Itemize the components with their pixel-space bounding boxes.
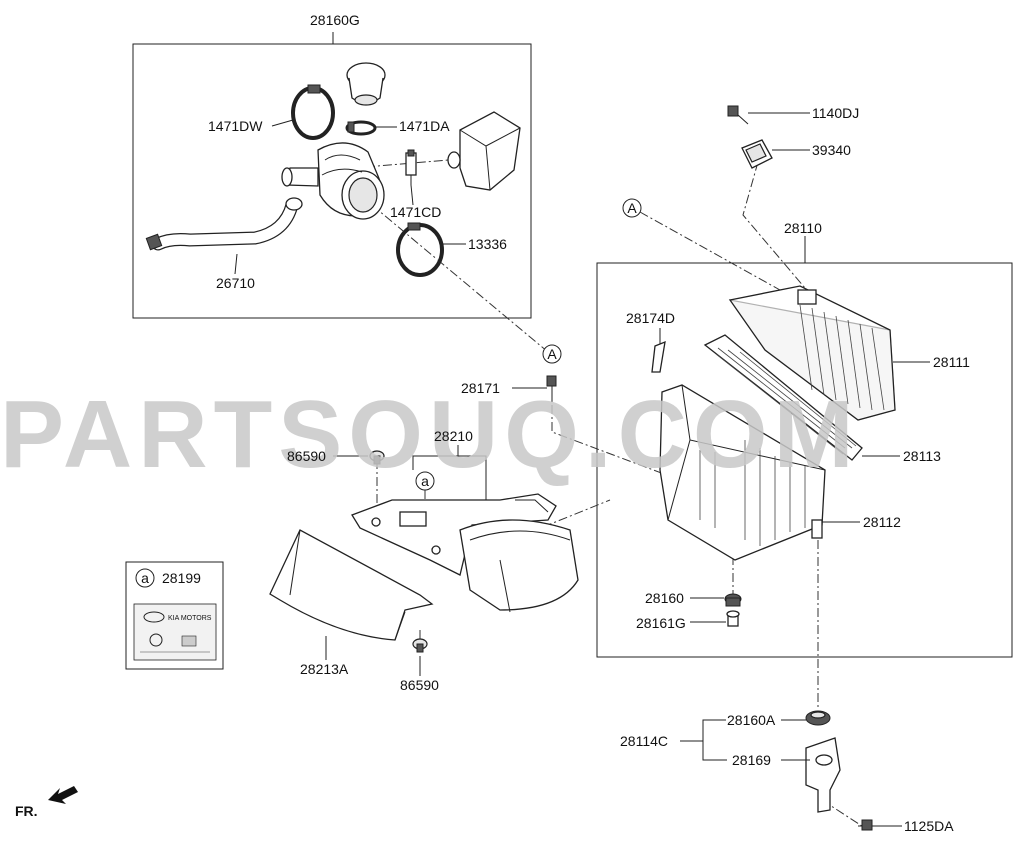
label-28199: 28199	[162, 570, 201, 586]
group-label-28110: 28110	[784, 220, 822, 236]
clamp-1471cd[interactable]	[405, 149, 417, 185]
front-direction-indicator: FR.	[15, 786, 78, 819]
label-28161g: 28161G	[636, 615, 686, 631]
hose-clamp-1471da[interactable]	[345, 120, 377, 136]
label-28113: 28113	[903, 448, 941, 464]
label-1125da: 1125DA	[904, 818, 954, 834]
bolt-1140dj[interactable]	[727, 105, 749, 125]
hose-clamp-13336[interactable]	[396, 222, 444, 277]
callout-a-upper-1: A	[622, 198, 642, 218]
sensor-39340[interactable]	[741, 139, 773, 169]
label-group-box	[125, 561, 224, 670]
label-1140dj: 1140DJ	[812, 105, 859, 121]
air-hose-group-box	[132, 43, 532, 319]
label-28160a: 28160A	[727, 712, 776, 728]
label-28160: 28160	[645, 590, 684, 606]
label-28171: 28171	[461, 380, 500, 396]
label-symbol-icon	[149, 633, 163, 647]
label-86590-top: 86590	[287, 448, 326, 464]
group-label-28160g: 28160G	[310, 12, 360, 28]
grommet-28160[interactable]	[724, 593, 742, 607]
label-1471da: 1471DA	[399, 118, 450, 134]
front-label: FR.	[15, 803, 38, 819]
label-brand: KIA MOTORS	[168, 615, 212, 622]
label-86590-bottom: 86590	[400, 677, 439, 693]
label-13336: 13336	[468, 236, 507, 252]
label-28174d: 28174D	[626, 310, 675, 326]
cover-28213a[interactable]	[269, 529, 434, 641]
breather-hose-26710[interactable]	[145, 197, 303, 251]
bolt-86590-top[interactable]	[369, 450, 385, 465]
callout-a-upper-2: A	[542, 344, 562, 364]
label-1471dw: 1471DW	[208, 118, 263, 134]
collar-28161g[interactable]	[726, 610, 740, 627]
air-cleaner-cover-28111[interactable]	[728, 285, 896, 421]
rubber-cap[interactable]	[346, 62, 386, 106]
svg-text:a: a	[421, 473, 429, 489]
resonator-housing[interactable]	[447, 111, 521, 191]
hose-clamp-1471dw[interactable]	[291, 84, 335, 140]
label-28213a: 28213A	[300, 661, 349, 677]
label-leaders	[234, 32, 930, 827]
air-intake-duct[interactable]	[281, 142, 385, 220]
hose-28174d[interactable]	[651, 340, 666, 373]
label-28112: 28112	[863, 514, 901, 530]
kia-logo	[143, 611, 165, 623]
group-label-28114c: 28114C	[620, 733, 668, 749]
front-arrow-icon	[48, 786, 78, 804]
label-28111: 28111	[933, 354, 970, 370]
label-sticker-28199[interactable]: KIA MOTORS	[133, 603, 217, 661]
air-duct-28210[interactable]	[351, 493, 579, 613]
bracket-28169[interactable]	[805, 737, 841, 813]
svg-text:a: a	[141, 570, 149, 586]
air-filter-element-28113[interactable]	[703, 334, 863, 461]
group-label-28210: 28210	[434, 428, 473, 444]
label-26710: 26710	[216, 275, 255, 291]
bolt-28171[interactable]	[546, 375, 557, 402]
label-1471cd: 1471CD	[390, 204, 441, 220]
svg-text:A: A	[547, 346, 557, 362]
callout-a-lower-2: a	[135, 568, 155, 588]
bolt-86590-bottom[interactable]	[412, 638, 428, 653]
label-39340: 39340	[812, 142, 851, 158]
air-cleaner-body-28112[interactable]	[659, 384, 826, 561]
svg-text:A: A	[627, 200, 637, 216]
grommet-28160a[interactable]	[805, 710, 831, 726]
watermark: PARTSOUQ.COM	[0, 381, 860, 488]
bolt-1125da[interactable]	[858, 819, 873, 831]
label-28169: 28169	[732, 752, 771, 768]
callout-a-lower-1: a	[415, 471, 435, 491]
